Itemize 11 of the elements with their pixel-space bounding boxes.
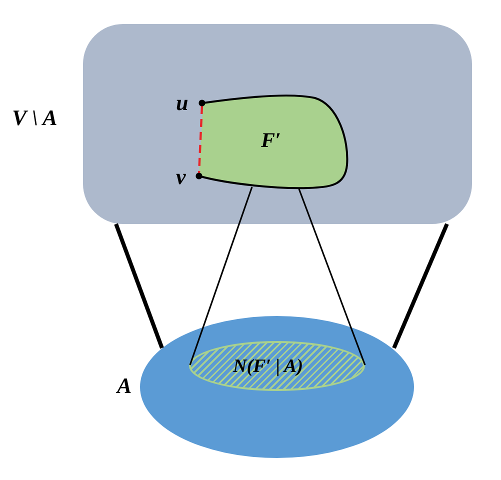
set-label: V \ A — [12, 107, 58, 129]
set-label: A — [117, 375, 132, 397]
neighbourhood-label: N(F′ | A) — [233, 357, 304, 376]
dashed-edge — [198, 106, 204, 174]
face-label: F′ — [261, 130, 281, 151]
vertex-label: u — [176, 92, 188, 114]
connector-line — [392, 223, 449, 349]
vertex-label: v — [176, 166, 186, 188]
connector-line — [189, 186, 253, 366]
connector-line — [298, 188, 366, 366]
connector-line — [114, 223, 164, 349]
